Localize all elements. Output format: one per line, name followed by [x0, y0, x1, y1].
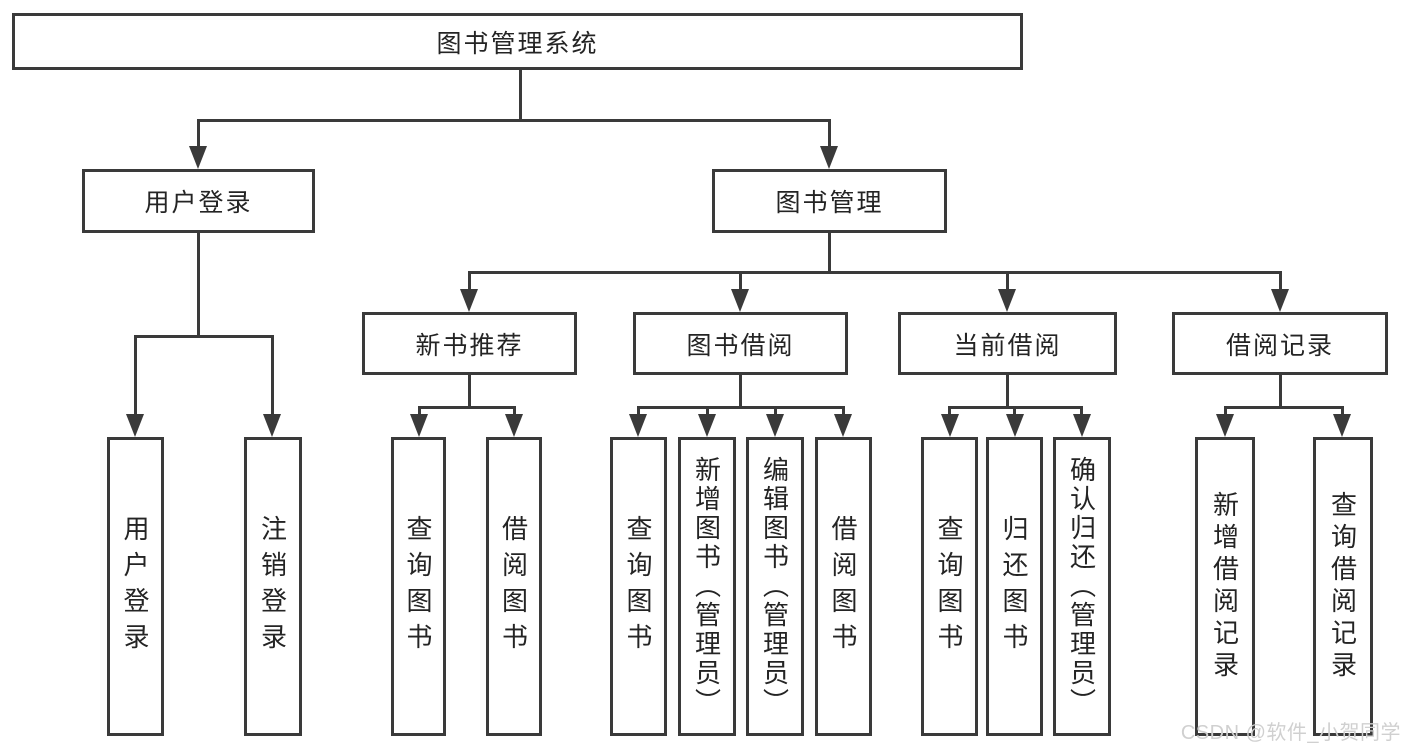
- arrowhead: [126, 414, 144, 437]
- node-borrowing-records-label: 借阅记录: [1225, 331, 1334, 360]
- node-book-management-label: 图书管理: [775, 189, 884, 217]
- connector-vline: [828, 233, 831, 272]
- leaf-add-borrow-record: 新增借阅记录: [1195, 437, 1255, 736]
- connector-vline: [513, 406, 516, 416]
- arrowhead: [834, 414, 852, 437]
- node-new-book-recommend-label: 新书推荐: [415, 331, 524, 360]
- connector-vline: [842, 406, 845, 416]
- leaf-add-books-admin: 新增图书（管理员）: [678, 437, 736, 736]
- connector-vline: [1080, 406, 1083, 416]
- connector-vline: [739, 271, 742, 291]
- arrowhead: [820, 146, 838, 169]
- connector-vline: [468, 375, 471, 407]
- connector-vline: [1013, 406, 1016, 416]
- leaf-borrow-books-recommend: 借阅图书: [486, 437, 542, 736]
- arrowhead: [460, 289, 478, 312]
- connector-vline: [134, 335, 137, 416]
- connector-vline: [1006, 375, 1009, 407]
- node-user-login: 用户登录: [82, 169, 315, 233]
- node-book-management: 图书管理: [712, 169, 947, 233]
- node-library-system: 图书管理系统: [12, 13, 1023, 70]
- connector-vline: [1279, 375, 1282, 407]
- connector-hline: [637, 406, 845, 409]
- node-book-borrowing-label: 图书借阅: [686, 331, 795, 360]
- arrowhead: [766, 414, 784, 437]
- connector-vline: [271, 335, 274, 416]
- leaf-return-books: 归还图书: [986, 437, 1043, 736]
- node-borrowing-records: 借阅记录: [1172, 312, 1388, 375]
- connector-vline: [948, 406, 951, 416]
- arrowhead: [189, 146, 207, 169]
- watermark: CSDN @软件_小贺同学: [1180, 722, 1401, 744]
- connector-hline: [468, 271, 1282, 274]
- connector-hline: [1224, 406, 1344, 409]
- arrowhead: [1333, 414, 1351, 437]
- connector-vline: [1341, 406, 1344, 416]
- connector-hline: [418, 406, 516, 409]
- connector-vline: [197, 233, 200, 336]
- leaf-logout-login: 注销登录: [244, 437, 302, 736]
- node-library-system-label: 图书管理系统: [436, 29, 599, 58]
- connector-vline: [828, 119, 831, 148]
- arrowhead: [1271, 289, 1289, 312]
- arrowhead: [1216, 414, 1234, 437]
- connector-vline: [197, 119, 200, 148]
- connector-hline: [134, 335, 274, 338]
- arrowhead: [505, 414, 523, 437]
- leaf-query-borrow-record: 查询借阅记录: [1313, 437, 1373, 736]
- leaf-borrow-books-borrowing: 借阅图书: [815, 437, 872, 736]
- connector-vline: [637, 406, 640, 416]
- arrowhead: [629, 414, 647, 437]
- arrowhead: [698, 414, 716, 437]
- leaf-user-login: 用户登录: [107, 437, 164, 736]
- leaf-edit-books-admin: 编辑图书（管理员）: [746, 437, 804, 736]
- node-user-login-label: 用户登录: [144, 189, 253, 217]
- leaf-confirm-return-admin: 确认归还（管理员）: [1053, 437, 1111, 736]
- arrowhead: [410, 414, 428, 437]
- node-current-borrowing: 当前借阅: [898, 312, 1117, 375]
- arrowhead: [998, 289, 1016, 312]
- connector-vline: [468, 271, 471, 291]
- node-current-borrowing-label: 当前借阅: [953, 331, 1062, 360]
- arrowhead: [1006, 414, 1024, 437]
- leaf-query-books-current: 查询图书: [921, 437, 978, 736]
- node-new-book-recommend: 新书推荐: [362, 312, 577, 375]
- leaf-query-books-recommend: 查询图书: [391, 437, 446, 736]
- arrowhead: [731, 289, 749, 312]
- connector-vline: [774, 406, 777, 416]
- connector-vline: [1279, 271, 1282, 291]
- connector-vline: [519, 70, 522, 119]
- connector-vline: [739, 375, 742, 407]
- connector-vline: [418, 406, 421, 416]
- arrowhead: [941, 414, 959, 437]
- connector-vline: [1006, 271, 1009, 291]
- connector-hline: [197, 119, 831, 122]
- arrowhead: [263, 414, 281, 437]
- node-book-borrowing: 图书借阅: [633, 312, 848, 375]
- arrowhead: [1073, 414, 1091, 437]
- leaf-query-books-borrowing: 查询图书: [610, 437, 667, 736]
- connector-vline: [706, 406, 709, 416]
- connector-vline: [1224, 406, 1227, 416]
